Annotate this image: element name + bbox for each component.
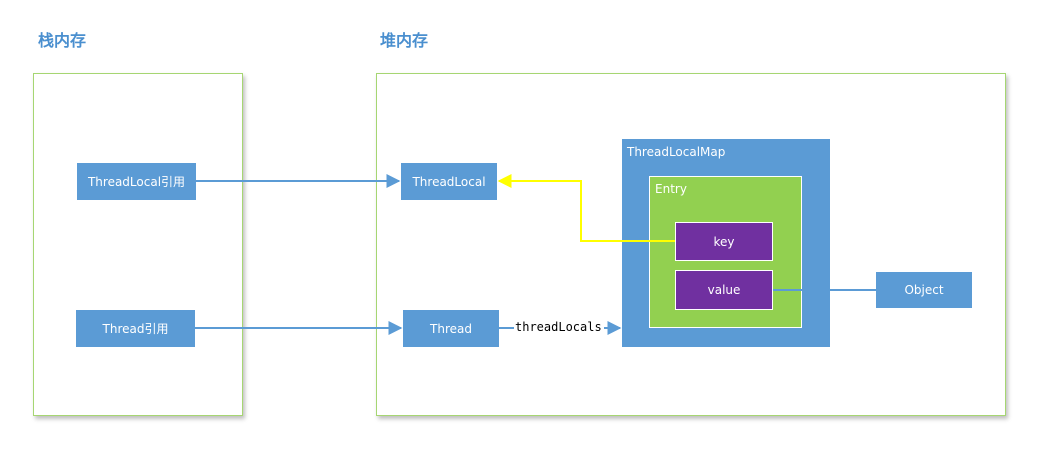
threadlocal-box: ThreadLocal: [401, 163, 497, 200]
threadlocalmap-label: ThreadLocalMap: [627, 145, 726, 159]
heap-memory-title: 堆内存: [380, 31, 429, 50]
object-box: Object: [876, 272, 972, 308]
entry-label: Entry: [655, 182, 687, 196]
value-box: value: [675, 270, 773, 310]
threadlocal-reference-box: ThreadLocal引用: [77, 163, 196, 200]
thread-reference-box: Thread引用: [76, 310, 195, 347]
threadlocals-edge-label: threadLocals: [515, 320, 602, 334]
key-box: key: [675, 222, 773, 261]
edge-key-to-threadlocal-weak: [497, 174, 675, 242]
stack-memory-panel: [33, 73, 243, 416]
thread-box: Thread: [403, 310, 499, 347]
stack-memory-title: 栈内存: [38, 31, 87, 50]
